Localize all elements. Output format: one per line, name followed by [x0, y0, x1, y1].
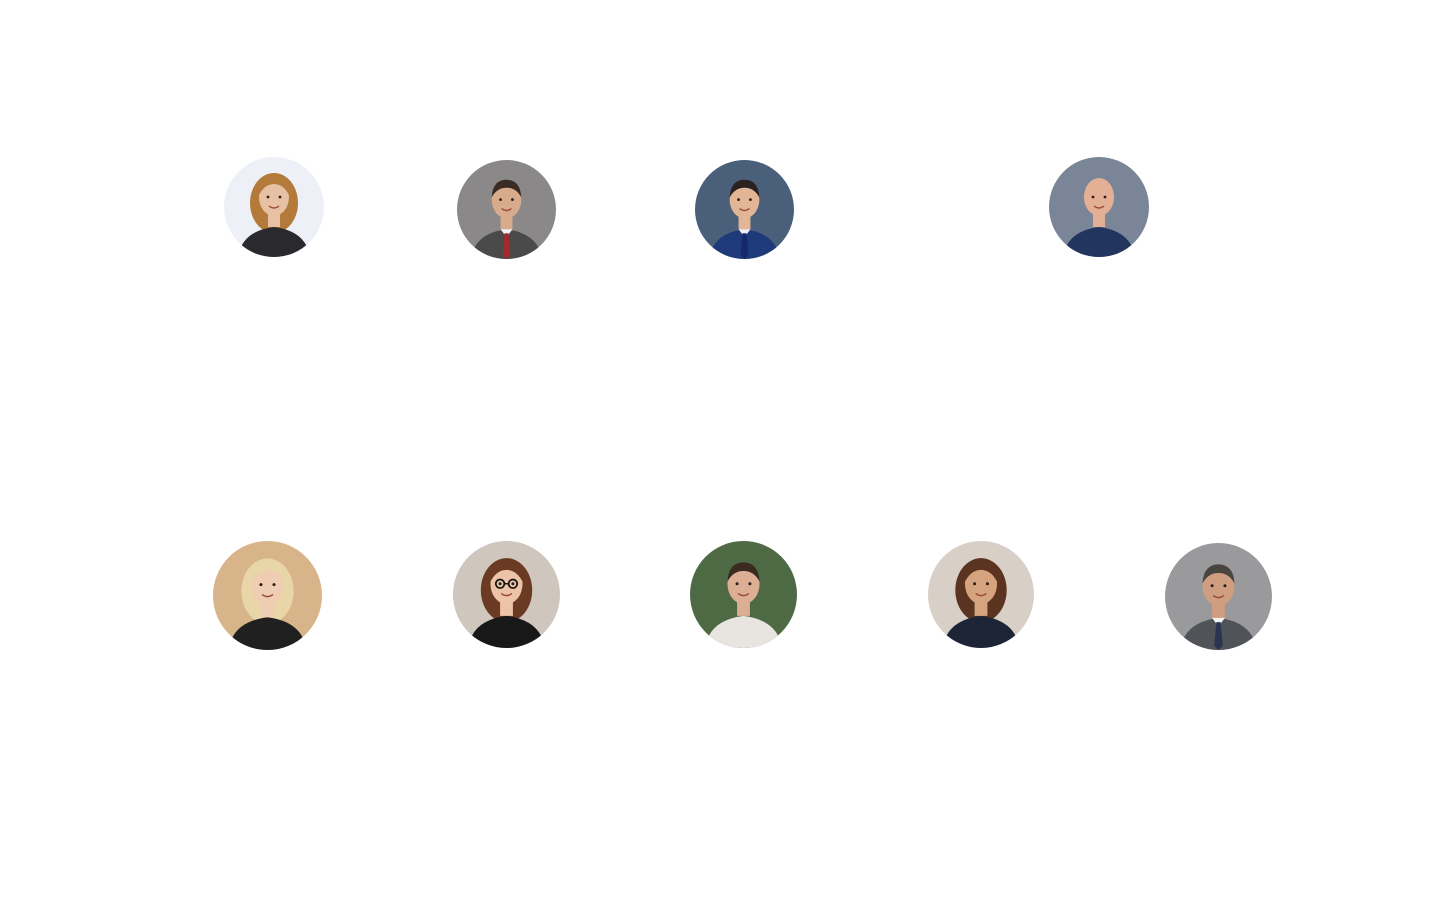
speaker-photo [213, 541, 322, 650]
speaker-avatar[interactable] [213, 541, 322, 650]
speaker-avatar[interactable] [453, 541, 560, 648]
speaker-photo [695, 160, 794, 259]
speaker-avatar[interactable] [224, 157, 324, 257]
speaker-avatar[interactable] [690, 541, 797, 648]
speaker-photo [1049, 157, 1149, 257]
speaker-photo [690, 541, 797, 648]
speaker-avatar[interactable] [1165, 543, 1272, 650]
speaker-photo [453, 541, 560, 648]
speaker-photo [457, 160, 556, 259]
speaker-avatar[interactable] [695, 160, 794, 259]
speaker-photo [224, 157, 324, 257]
speaker-avatar[interactable] [1049, 157, 1149, 257]
speaker-avatar[interactable] [928, 541, 1034, 648]
speaker-avatar[interactable] [457, 160, 556, 259]
speaker-photo [1165, 543, 1272, 650]
speaker-photo [928, 541, 1034, 648]
